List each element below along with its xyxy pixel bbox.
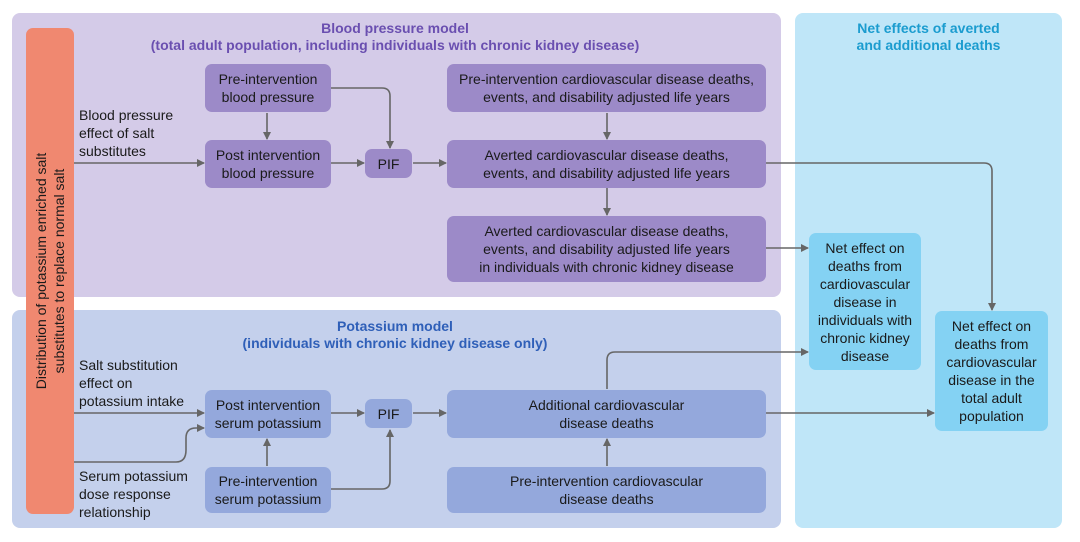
potassium-model-title: Potassium model (337, 318, 453, 334)
arrow-dose-response-to-post-k (74, 424, 205, 463)
bp-effect-label: Blood pressure effect of salt substitute… (79, 107, 174, 159)
potassium-model-subtitle: (individuals with chronic kidney disease… (242, 335, 548, 351)
net-effects-title: Net effects of averted and additional de… (856, 20, 1001, 53)
additional-cvd-deaths-box: Additional cardiovascular disease deaths (447, 390, 766, 438)
bp-model-subtitle: (total adult population, including indiv… (150, 37, 640, 53)
net-effect-total-box: Net effect on deaths from cardiovascular… (935, 311, 1048, 431)
arrow-pre-bp-to-pif (331, 87, 394, 149)
potassium-intake-label: Salt substitution effect on potassium in… (79, 357, 185, 409)
bp-pif-box: PIF (365, 149, 412, 178)
arrow-additional-to-net-ckd (606, 348, 809, 389)
net-effect-ckd-box: Net effect on deaths from cardiovascular… (809, 233, 921, 370)
post-intervention-bp-box: Post intervention blood pressure (205, 140, 331, 188)
averted-cvd-ckd-box: Averted cardiovascular disease deaths, e… (447, 216, 766, 282)
dose-response-label: Serum potassium dose response relationsh… (79, 468, 188, 520)
pre-intervention-cvd-deaths-box: Pre-intervention cardiovascular disease … (447, 467, 766, 513)
post-intervention-potassium-box: Post intervention serum potassium (205, 390, 331, 438)
arrow-pre-k-to-pif (331, 429, 394, 490)
pre-intervention-bp-box: Pre-intervention blood pressure (205, 64, 331, 112)
averted-cvd-box: Averted cardiovascular disease deaths, e… (447, 140, 766, 188)
bp-model-title: Blood pressure model (321, 20, 469, 36)
potassium-pif-box: PIF (365, 399, 412, 428)
arrow-averted-to-net-total (766, 162, 996, 311)
pre-intervention-cvd-box: Pre-intervention cardiovascular disease … (447, 64, 766, 112)
pre-intervention-potassium-box: Pre-intervention serum potassium (205, 467, 331, 513)
salt-substitute-distribution-bar: Distribution of potassium enriched salt … (26, 28, 74, 514)
